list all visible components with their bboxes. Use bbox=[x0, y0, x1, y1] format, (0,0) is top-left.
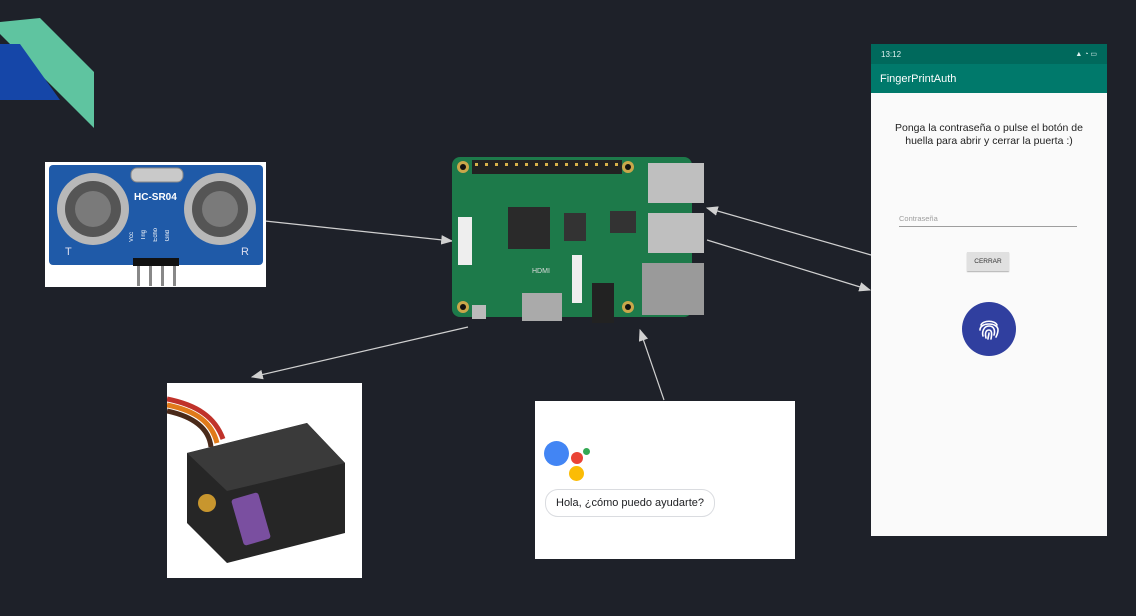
hdmi-label: HDMI bbox=[532, 268, 550, 275]
sensor-pin-label: Vcc bbox=[129, 232, 135, 242]
sensor-model-label: HC-SR04 bbox=[134, 192, 177, 203]
status-time: 13:12 bbox=[881, 50, 901, 59]
phone-app-screenshot: 13:12 ▲ ◔ ▭ FingerPrintAuth Ponga la con… bbox=[871, 44, 1107, 536]
sensor-pin-label: Gnd bbox=[165, 230, 171, 241]
status-bar: 13:12 ▲ ◔ ▭ bbox=[871, 44, 1107, 64]
assistant-dot-red bbox=[571, 452, 583, 464]
fingerprint-icon bbox=[976, 316, 1002, 342]
servo-motor-image bbox=[167, 383, 362, 578]
arrow-pi-to-servo bbox=[252, 327, 468, 377]
app-title: FingerPrintAuth bbox=[880, 73, 956, 85]
password-field[interactable]: Contraseña bbox=[899, 214, 1077, 227]
app-bar: FingerPrintAuth bbox=[871, 64, 1107, 93]
assistant-greeting-bubble: Hola, ¿cómo puedo ayudarte? bbox=[545, 489, 715, 517]
google-assistant-card: Hola, ¿cómo puedo ayudarte? bbox=[535, 401, 795, 559]
assistant-dot-green bbox=[583, 448, 590, 455]
assistant-dot-blue bbox=[544, 441, 569, 466]
raspberry-pi-image: HDMI bbox=[452, 155, 708, 327]
status-icons: ▲ ◔ ▭ bbox=[1075, 50, 1097, 58]
arrow-sensor-to-pi bbox=[265, 221, 452, 241]
ultrasonic-sensor-image: HC-SR04 Vcc Trig Echo Gnd T R bbox=[45, 162, 266, 287]
sensor-side-label: R bbox=[241, 246, 249, 258]
fingerprint-button[interactable] bbox=[962, 302, 1016, 356]
sensor-pin-label: Echo bbox=[153, 228, 159, 242]
assistant-dot-yellow bbox=[569, 466, 584, 481]
close-door-button[interactable]: CERRAR bbox=[967, 252, 1009, 271]
arrow-assistant-to-pi bbox=[640, 330, 664, 400]
sensor-side-label: T bbox=[65, 246, 72, 258]
instruction-text: Ponga la contraseña o pulse el botón de … bbox=[885, 122, 1093, 148]
sensor-pin-label: Trig bbox=[141, 230, 147, 240]
